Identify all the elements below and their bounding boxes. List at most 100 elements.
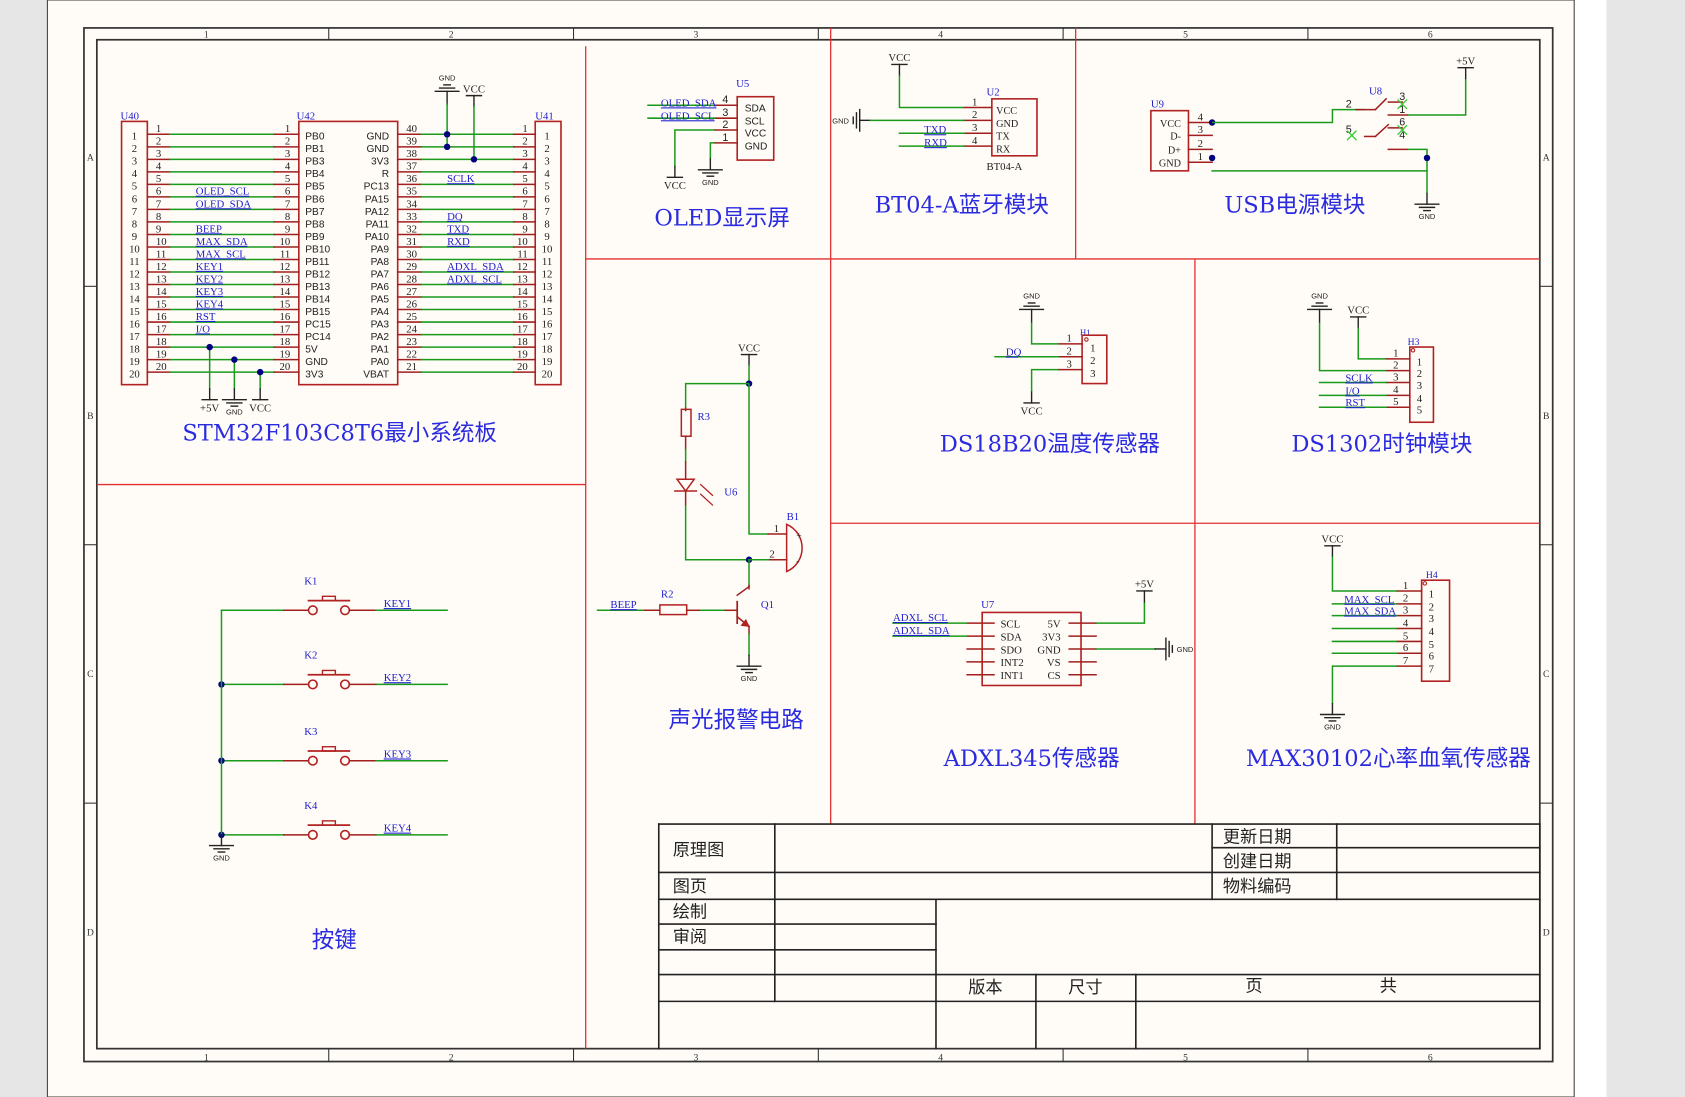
pin-number: 8 — [156, 211, 161, 223]
column-marker: 2 — [449, 1052, 454, 1063]
pin-number: 2 — [1346, 98, 1352, 110]
pin-number: 8 — [522, 211, 527, 223]
pin-number: 4 — [1198, 111, 1204, 123]
pin-number: 1 — [1399, 104, 1405, 116]
pin-number: 25 — [406, 311, 417, 323]
pin-name: 3V3 — [305, 370, 323, 381]
pin-number: 2 — [1090, 355, 1095, 367]
power-symbol: VCC — [888, 52, 910, 76]
pin-number: 15 — [542, 306, 553, 318]
gnd-symbol: GND — [832, 108, 872, 132]
pin-number: 16 — [542, 318, 553, 330]
page-value-cell[interactable] — [776, 874, 1211, 899]
pin-number: 1 — [1429, 588, 1434, 600]
power-symbol: +5V — [1135, 579, 1154, 603]
net-label: TXD — [447, 223, 469, 235]
pin-number: 6 — [132, 193, 138, 205]
drawn-by-cell[interactable] — [776, 900, 935, 923]
created-date-cell[interactable] — [1338, 849, 1539, 872]
section-title-adxl345: ADXL345传感器 — [943, 746, 1120, 772]
power-label: +5V — [200, 403, 219, 415]
pin-number: 6 — [544, 193, 550, 205]
pin-number: 3 — [1399, 91, 1405, 103]
pin-number: 18 — [156, 336, 167, 348]
pin-number: 13 — [129, 281, 140, 293]
schematic-name-cell[interactable] — [776, 825, 1211, 871]
component-ref: U5 — [736, 78, 749, 90]
switch-lever — [1374, 97, 1388, 111]
pin-number: 3 — [1067, 358, 1072, 370]
gnd-symbol: GND — [1019, 292, 1045, 324]
pin-name: D- — [1170, 132, 1181, 143]
net-label: KEY1 — [384, 598, 411, 610]
led-arrow — [699, 483, 714, 497]
pin-name: 5V — [305, 344, 318, 355]
row-marker: A — [87, 152, 94, 163]
net-label: BEEP — [610, 599, 636, 611]
pin-number: 7 — [156, 198, 162, 210]
pin-number: 39 — [406, 136, 417, 148]
pin-name: PB13 — [305, 282, 330, 293]
pin-number: 7 — [544, 206, 550, 218]
pin-number: 6 — [1399, 117, 1405, 129]
pin-number: 1 — [132, 131, 137, 143]
pin-name: GND — [366, 144, 389, 155]
pin-name: PB9 — [305, 232, 325, 243]
material-code-cell[interactable] — [1338, 874, 1539, 899]
pin-number: 11 — [129, 256, 139, 268]
pin-number: 10 — [517, 236, 528, 248]
section-title-usb-power: USB电源模块 — [1224, 193, 1365, 219]
pin-number: 2 — [1417, 368, 1422, 380]
wire — [1030, 368, 1059, 393]
reviewed-by-cell[interactable] — [776, 925, 935, 949]
bt-body — [991, 98, 1038, 157]
net-label: SCLK — [447, 173, 475, 185]
pin-number: 2 — [1393, 360, 1398, 372]
pin-name: GND — [305, 357, 328, 368]
paper[interactable] — [46, 0, 1575, 1097]
power-symbol: +5V — [200, 388, 219, 415]
pin-number: 4 — [1393, 384, 1399, 396]
pin-number: 1 — [722, 132, 728, 144]
pin-number: 24 — [406, 323, 417, 335]
button-cap — [321, 669, 337, 676]
pin-number: 8 — [544, 218, 549, 230]
pin-number: 5 — [544, 181, 549, 193]
net-label: OLED_SDA — [196, 198, 252, 210]
pin-name: PB12 — [305, 269, 330, 280]
pin-number: 1 — [1067, 333, 1072, 345]
pin-number: 17 — [280, 323, 291, 335]
pin-number: 2 — [1067, 346, 1072, 358]
pin-name: SCL — [745, 117, 765, 128]
row-marker: C — [87, 669, 93, 680]
pin-number: 34 — [406, 198, 417, 210]
row-marker: D — [1543, 928, 1550, 939]
pin-name: PB11 — [305, 257, 329, 268]
power-label: VCC — [738, 342, 760, 354]
section-title-keys: 按键 — [312, 928, 357, 954]
pin-number: 1 — [1090, 342, 1095, 354]
pin-number: 2 — [132, 143, 137, 155]
component-ref: R3 — [697, 411, 710, 423]
gnd-label: GND — [1324, 723, 1341, 732]
pin-number: 14 — [542, 293, 553, 305]
pin-number: 33 — [406, 211, 417, 223]
pin-number: 4 — [132, 168, 138, 180]
pin-number: 35 — [406, 186, 417, 198]
pin-number: 10 — [542, 243, 553, 255]
pin-number: 14 — [156, 286, 167, 298]
gnd-label: GND — [1023, 292, 1040, 301]
gnd-symbol: GND — [434, 74, 460, 105]
pin-name: 3V3 — [371, 157, 389, 168]
pin-number: 17 — [542, 331, 553, 343]
updated-date-cell[interactable] — [1338, 825, 1539, 846]
component-ref: U42 — [297, 110, 316, 122]
gnd-symbol: GND — [1414, 192, 1440, 221]
pin-name: SDA — [745, 104, 766, 115]
pin-number: 12 — [542, 268, 553, 280]
junction-dot — [206, 343, 213, 351]
